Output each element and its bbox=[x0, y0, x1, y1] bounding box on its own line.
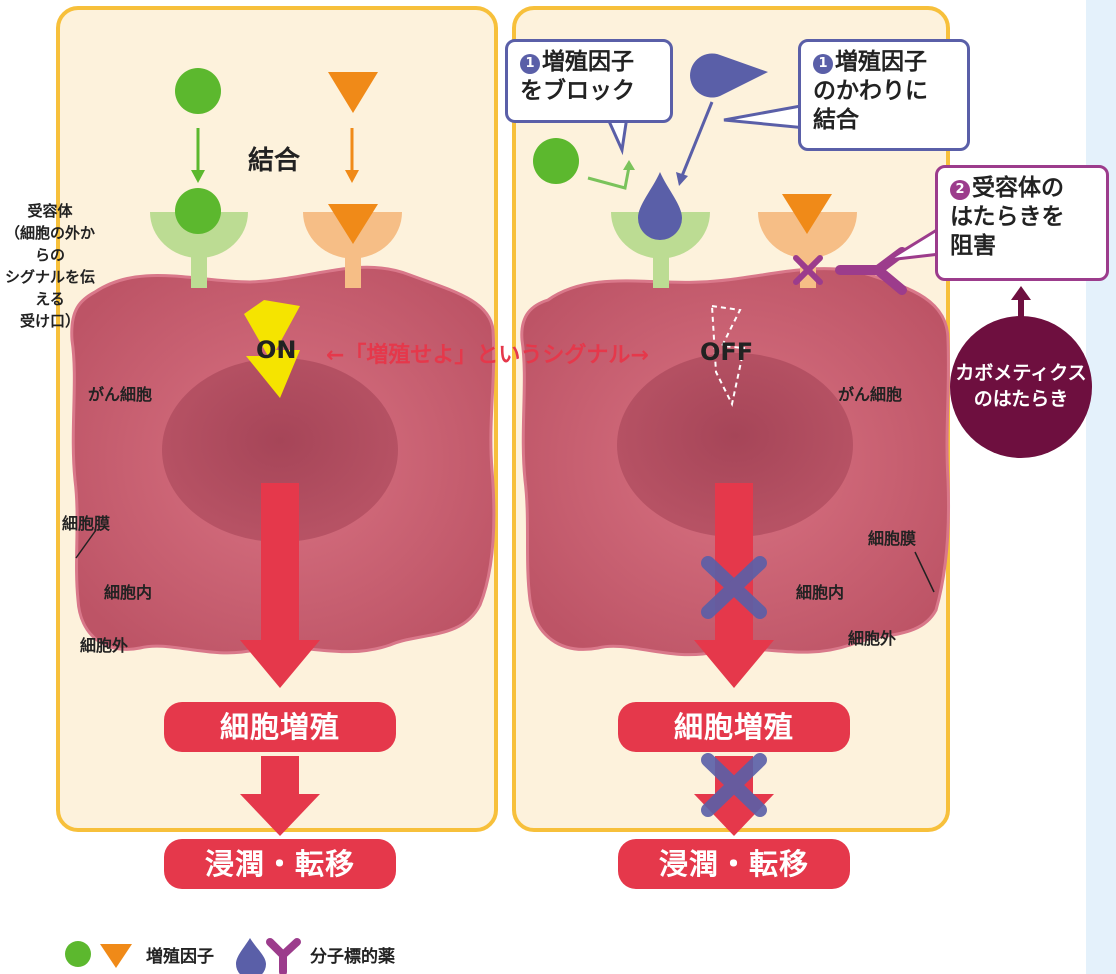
legend-growth-factor: 増殖因子 bbox=[146, 947, 214, 967]
legend-targeted-drug: 分子標的薬 bbox=[310, 947, 395, 967]
cabometyx-action-circle: カボメティクス のはたらき bbox=[950, 316, 1092, 458]
arrow-down-left-1 bbox=[240, 640, 320, 688]
legend-green-circle-icon bbox=[65, 941, 91, 967]
number-badge-2: 2 bbox=[950, 180, 970, 200]
receptor-label: 受容体 （細胞の外からの シグナルを伝える 受け口） bbox=[4, 202, 95, 330]
off-label: OFF bbox=[700, 338, 754, 366]
legend-orange-triangle-icon bbox=[100, 944, 132, 968]
callout-block-text: 増殖因子 をブロック bbox=[520, 49, 635, 104]
pill-proliferation-right: 細胞増殖 bbox=[618, 702, 850, 752]
block-x-1 bbox=[701, 556, 767, 619]
sidebar-strip bbox=[1086, 0, 1116, 974]
receptor-left-green bbox=[150, 212, 248, 288]
cancer-cell-label-left: がん細胞 bbox=[88, 385, 153, 404]
callout-receptor-text: 受容体の はたらきを 阻害 bbox=[950, 175, 1065, 259]
growth-factor-green-bound bbox=[175, 188, 221, 234]
circle-text: カボメティクス のはたらき bbox=[955, 362, 1087, 410]
pill-proliferation-left: 細胞増殖 bbox=[164, 702, 396, 752]
drug-blue-top bbox=[690, 53, 768, 98]
growth-factor-orange-bound bbox=[328, 204, 378, 244]
callout-tail-receptor bbox=[887, 225, 942, 262]
lightning-icon bbox=[244, 300, 300, 398]
membrane-label-right: 細胞膜 bbox=[868, 529, 917, 548]
nucleus-right bbox=[617, 353, 853, 537]
cancer-cell-label-right: がん細胞 bbox=[838, 385, 903, 404]
number-badge-1b: 1 bbox=[813, 54, 833, 74]
broken-lightning-icon bbox=[710, 304, 746, 407]
growth-factor-green-top bbox=[175, 68, 221, 114]
callout-tail-bind bbox=[723, 103, 808, 130]
outside-label-right: 細胞外 bbox=[848, 629, 897, 648]
nucleus-left bbox=[162, 358, 398, 542]
legend-purple-y-icon bbox=[266, 938, 301, 974]
signal-label: ←「増殖せよ」というシグナル→ bbox=[326, 343, 649, 368]
pill-invasion-left: 浸潤・転移 bbox=[164, 839, 396, 889]
on-label: ON bbox=[256, 336, 297, 364]
drug-blue-bound bbox=[638, 172, 682, 240]
outside-label-left: 細胞外 bbox=[80, 636, 129, 655]
growth-factor-orange-right bbox=[782, 194, 832, 234]
growth-factor-orange-top bbox=[328, 72, 378, 113]
block-x-2 bbox=[701, 753, 767, 817]
membrane-pointer-left bbox=[75, 529, 97, 559]
number-badge-1: 1 bbox=[520, 54, 540, 74]
legend-blue-drop-icon bbox=[236, 938, 266, 974]
arrow-down-right-1 bbox=[694, 640, 774, 688]
membrane-pointer-right bbox=[914, 551, 935, 593]
membrane-label-left: 細胞膜 bbox=[62, 514, 111, 533]
binding-label: 結合 bbox=[248, 146, 301, 176]
arrow-down-left-2 bbox=[240, 794, 320, 836]
growth-factor-green-blocked bbox=[533, 138, 579, 184]
pill-invasion-right: 浸潤・転移 bbox=[618, 839, 850, 889]
callout-bind-text: 増殖因子 のかわりに 結合 bbox=[813, 49, 928, 133]
inside-label-right: 細胞内 bbox=[796, 583, 845, 602]
receptor-block-x bbox=[793, 255, 823, 285]
inside-label-left: 細胞内 bbox=[104, 583, 153, 602]
